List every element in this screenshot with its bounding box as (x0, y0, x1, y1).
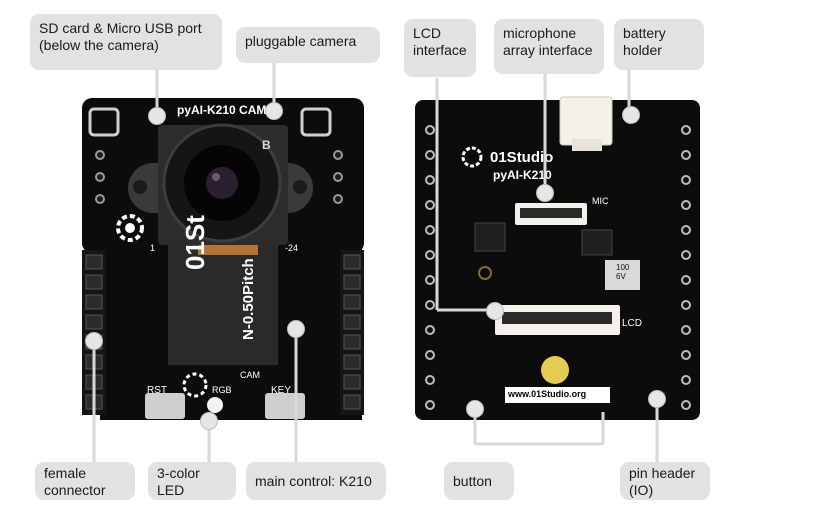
brand-logo: 01Studio (490, 149, 554, 166)
marker-sd-card (148, 107, 166, 125)
callout-battery: battery holder (614, 19, 704, 70)
key-label: KEY (271, 385, 292, 396)
board-back (415, 96, 700, 420)
marker-mic (536, 184, 554, 202)
callout-female-connector: female connector (35, 462, 135, 500)
rgb-label: RGB (212, 385, 232, 395)
callout-pin-header: pin header (IO) (620, 462, 710, 500)
marker-pin-header (648, 390, 666, 408)
marker-battery (622, 106, 640, 124)
callout-led: 3-color LED (148, 462, 236, 500)
callout-mic: microphone array interface (494, 19, 604, 74)
lens-marker: B (262, 138, 271, 152)
callout-sd-card: SD card & Micro USB port (below the came… (30, 14, 222, 70)
callout-button: button (444, 462, 514, 500)
mic-label: MIC (592, 196, 609, 206)
website-label: www.01Studio.org (508, 389, 587, 399)
lcd-label: LCD (622, 318, 643, 329)
marker-camera (265, 102, 283, 120)
silk-title: pyAI-K210 CAM (175, 103, 269, 117)
battery-rating: 100 6V (616, 263, 630, 281)
pin-label-1: 1 (150, 243, 156, 253)
marker-k210 (287, 320, 305, 338)
rst-label: RST (147, 385, 167, 396)
marker-lcd (486, 302, 504, 320)
model-label: pyAI-K210 (493, 168, 552, 182)
callout-k210: main control: K210 (246, 462, 386, 500)
cam-label: CAM (240, 370, 260, 380)
marker-led (200, 412, 218, 430)
pin-label-24: -24 (285, 243, 299, 253)
callout-lcd: LCD interface (404, 19, 476, 77)
marker-button (466, 400, 484, 418)
marker-female-connector (85, 332, 103, 350)
callout-camera: pluggable camera (236, 27, 380, 63)
